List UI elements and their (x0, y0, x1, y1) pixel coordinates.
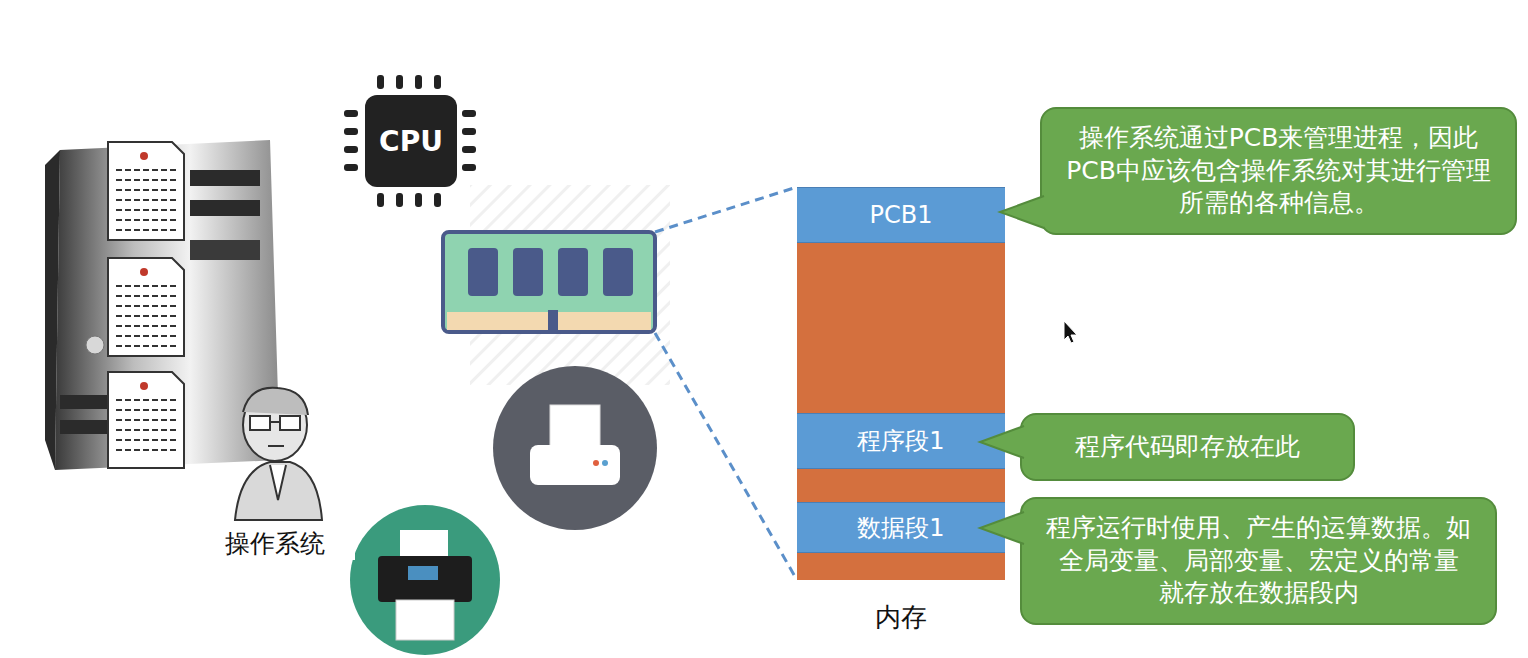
mouse-cursor (1064, 321, 1077, 343)
callout-text: 操作系统通过PCB来管理进程，因此PCB中应该包含操作系统对其进行管理所需的各种… (1064, 122, 1493, 220)
callout-pointer-shape (980, 512, 1024, 544)
memory-column: 内存PCB1程序段1数据段1 (797, 187, 1005, 580)
printer-icon (350, 505, 500, 655)
memory-segment: PCB1 (797, 187, 1005, 243)
callout-text: 程序代码即存放在此 (1075, 431, 1300, 464)
segment-label: PCB1 (870, 201, 933, 229)
os-person (235, 388, 322, 520)
zoom-line (655, 333, 797, 580)
os-label: 操作系统 (195, 527, 355, 560)
memory-label: 内存 (797, 600, 1005, 635)
cpu-chip: CPU (365, 95, 457, 187)
callout-pointer-shape (980, 426, 1024, 458)
memory-segment: 程序段1 (797, 413, 1005, 469)
chip-label: CPU (379, 125, 443, 158)
cpu-pins (344, 75, 476, 207)
callout-text: 程序运行时使用、产生的运算数据。如全局变量、局部变量、宏定义的常量 就存放在数据… (1044, 512, 1473, 610)
zoom-line (655, 187, 797, 232)
segment-label: 数据段1 (857, 512, 944, 544)
callout-pointer (978, 508, 1024, 548)
segment-label: 程序段1 (857, 425, 944, 457)
callout-pointer-shape (1000, 196, 1044, 228)
callout-box: 操作系统通过PCB来管理进程，因此PCB中应该包含操作系统对其进行管理所需的各种… (1040, 107, 1517, 235)
callout-box: 程序代码即存放在此 (1020, 413, 1355, 481)
document-icons (108, 142, 184, 468)
printer-icon (493, 366, 657, 530)
memory-segment: 数据段1 (797, 502, 1005, 553)
ram-stick (443, 232, 655, 332)
callout-pointer (998, 192, 1044, 232)
callout-box: 程序运行时使用、产生的运算数据。如全局变量、局部变量、宏定义的常量 就存放在数据… (1020, 497, 1497, 625)
callout-pointer (978, 422, 1024, 462)
